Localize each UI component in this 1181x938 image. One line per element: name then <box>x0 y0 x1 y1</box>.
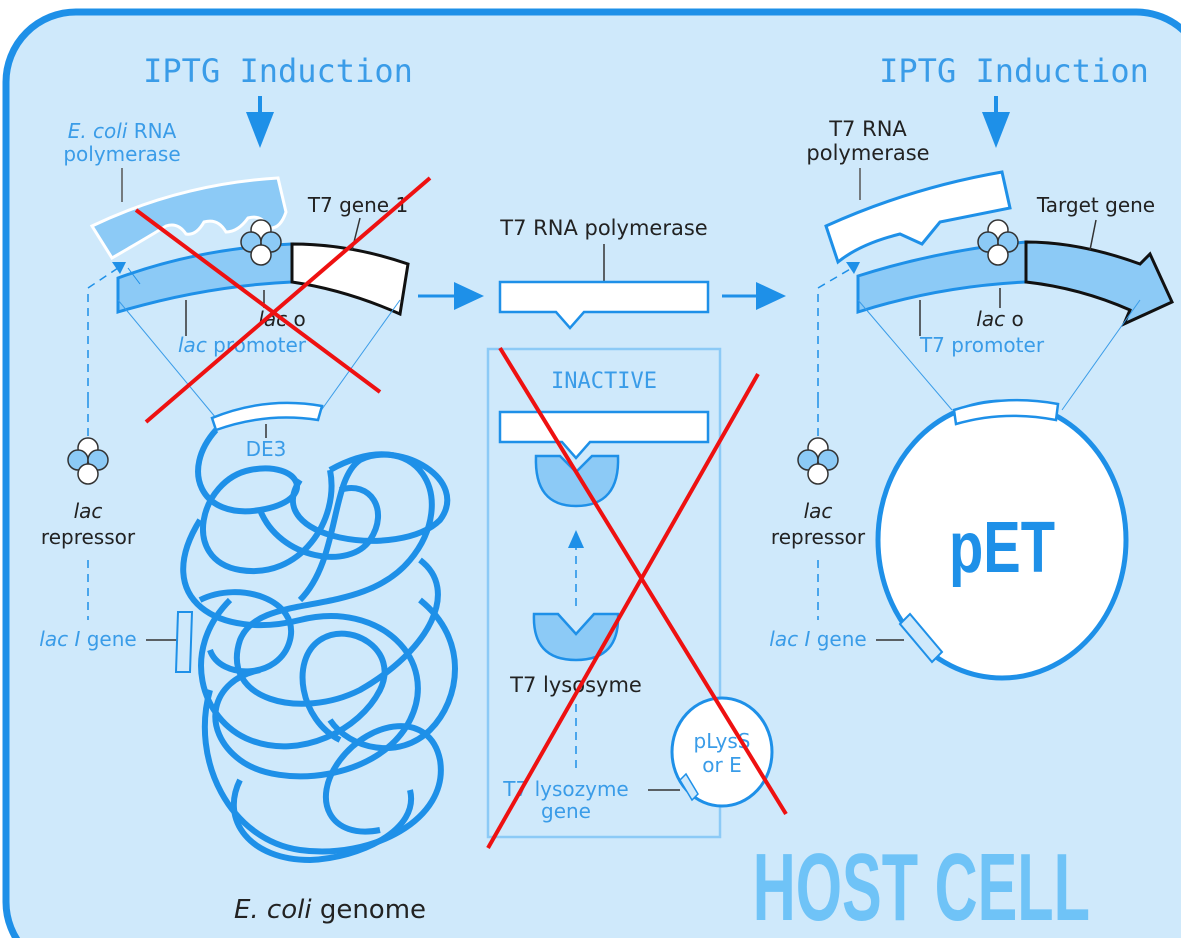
arrow-left-to-middle <box>418 282 484 310</box>
t7-gene-1-label: T7 gene 1 <box>307 193 408 217</box>
lac-repressor-label-left-1: lac <box>74 499 103 523</box>
red-cross-left <box>134 176 432 424</box>
ecoli-genome-label: E. coli genome <box>234 895 426 925</box>
t7-rna-polymerase-shape-middle <box>498 280 710 330</box>
lysozyme-bound <box>534 454 620 508</box>
target-gene-arrow <box>1024 240 1174 327</box>
ecoli-rna-polymerase-label: E. coli RNA <box>68 119 177 143</box>
ecoli-rna-polymerase-shape <box>89 176 288 261</box>
lacI-gene-label-right: lac I gene <box>769 627 866 651</box>
inactive-box <box>486 347 722 839</box>
ecoli-rna-polymerase-label-line2: polymerase <box>63 142 180 166</box>
lac-repressor-on-operator-left <box>240 219 282 266</box>
host-cell-label: HOST CELL <box>753 833 1090 938</box>
lac-promoter-label: lac promoter <box>178 333 307 357</box>
inactive-t7-rnap-shape <box>498 410 710 460</box>
t7-rna-polymerase-label-right-1: T7 RNA <box>828 117 907 141</box>
lacI-gene-region-left <box>174 611 194 673</box>
t7-rna-polymerase-label-middle: T7 RNA polymerase <box>499 216 707 240</box>
lacI-gene-label-left: lac I gene <box>39 627 136 651</box>
lac-repressor-free-right <box>797 437 839 485</box>
de3-label: DE3 <box>246 437 287 461</box>
iptg-arrow-left <box>246 96 274 148</box>
arrow-middle-to-right <box>722 282 786 310</box>
de3-region <box>210 401 324 432</box>
t7-rna-polymerase-label-right-2: polymerase <box>806 141 929 165</box>
ecoli-genome-tangle <box>180 427 458 864</box>
lysozyme-activation-arrow <box>568 530 584 606</box>
red-cross-middle <box>486 346 788 849</box>
lac-repressor-label-left-2: repressor <box>41 525 136 549</box>
iptg-induction-label-left: IPTG Induction <box>143 52 413 90</box>
pet-label: pET <box>949 507 1055 587</box>
lac-repressor-label-right-2: repressor <box>771 525 866 549</box>
t7-lysozyme-gene-label-2: gene <box>541 799 591 823</box>
lysozyme-gene-region <box>679 772 699 802</box>
lac-repressor-label-right-1: lac <box>804 499 833 523</box>
inactive-label: INACTIVE <box>551 369 657 394</box>
iptg-arrow-right <box>982 96 1010 148</box>
plyss-label-2: or E <box>702 753 741 777</box>
lac-promoter-dna-band-inner <box>127 267 141 285</box>
target-gene-label: Target gene <box>1036 193 1155 217</box>
t7-gene-1-box <box>290 242 410 317</box>
lac-o-label-right: lac o <box>976 307 1023 331</box>
lacI-gene-region-right <box>898 612 944 664</box>
lac-repressor-free-left <box>67 437 109 485</box>
t7-promoter-label: T7 promoter <box>919 333 1045 357</box>
lac-repressor-on-operator-right <box>977 219 1019 266</box>
lysozyme-free <box>532 612 620 662</box>
pet-promoter-region <box>952 398 1060 426</box>
plyss-plasmid <box>670 696 774 808</box>
t7-rna-polymerase-shape-right <box>824 170 1012 265</box>
iptg-induction-label-right: IPTG Induction <box>879 52 1149 90</box>
